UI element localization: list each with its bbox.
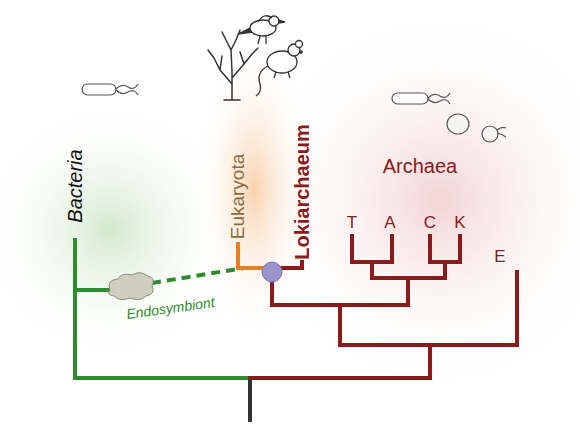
asgard-stem (270, 282, 274, 305)
bird-icon-part (279, 20, 285, 23)
bird-icon-part (258, 16, 272, 22)
bird-icon (238, 16, 285, 44)
domain-label: Eukaryota (228, 153, 247, 239)
rod-cell-icon-part (392, 93, 428, 104)
tree-icon (208, 30, 258, 100)
asgard-tack-stem (338, 305, 342, 345)
coccus-icon-part (447, 114, 469, 134)
rod-cell-icon-part (82, 84, 116, 95)
bacteria-branch (75, 240, 252, 378)
mouse-icon-part (256, 66, 268, 96)
endosymbiont-blob (109, 273, 154, 300)
coccus-icon-part (482, 126, 498, 142)
bird-icon-part (238, 28, 252, 34)
e-branch (340, 272, 517, 345)
merger-node (262, 262, 282, 282)
asgard-tack-join (272, 278, 408, 305)
mouse-icon-part (300, 51, 302, 53)
clade-letter: C (424, 214, 436, 231)
rod-cell-icon-part (116, 84, 138, 95)
ta-branch (352, 236, 392, 278)
clade-letter: T (347, 214, 357, 231)
endosymbiont-branch (152, 268, 244, 283)
ck-branch (430, 236, 460, 278)
mouse-icon (256, 41, 303, 97)
root-branch (248, 378, 252, 420)
archaea-glow (250, 10, 580, 390)
coccus-icon (447, 114, 506, 142)
clade-letter: A (384, 214, 395, 231)
domain-label: Bacteria (65, 149, 85, 222)
domain-label: Archaea (383, 156, 458, 176)
bird-icon-part (258, 36, 266, 44)
rod-cell-icon (82, 84, 138, 95)
mouse-icon-part (274, 72, 290, 78)
tree-icon-part (208, 30, 258, 100)
archaea-stem (250, 345, 430, 378)
tack-join (372, 276, 445, 280)
endosymbiont-stem (75, 288, 108, 292)
coccus-icon-part (497, 127, 506, 137)
clade-letter: K (454, 214, 465, 231)
clade-letter: E (494, 248, 505, 265)
mouse-icon-part (296, 41, 303, 48)
taxon-label: Lokiarchaeum (292, 124, 312, 260)
rod-cell-icon-part (428, 93, 450, 104)
rod-cell-icon (392, 93, 450, 104)
tree-branches (75, 236, 517, 420)
